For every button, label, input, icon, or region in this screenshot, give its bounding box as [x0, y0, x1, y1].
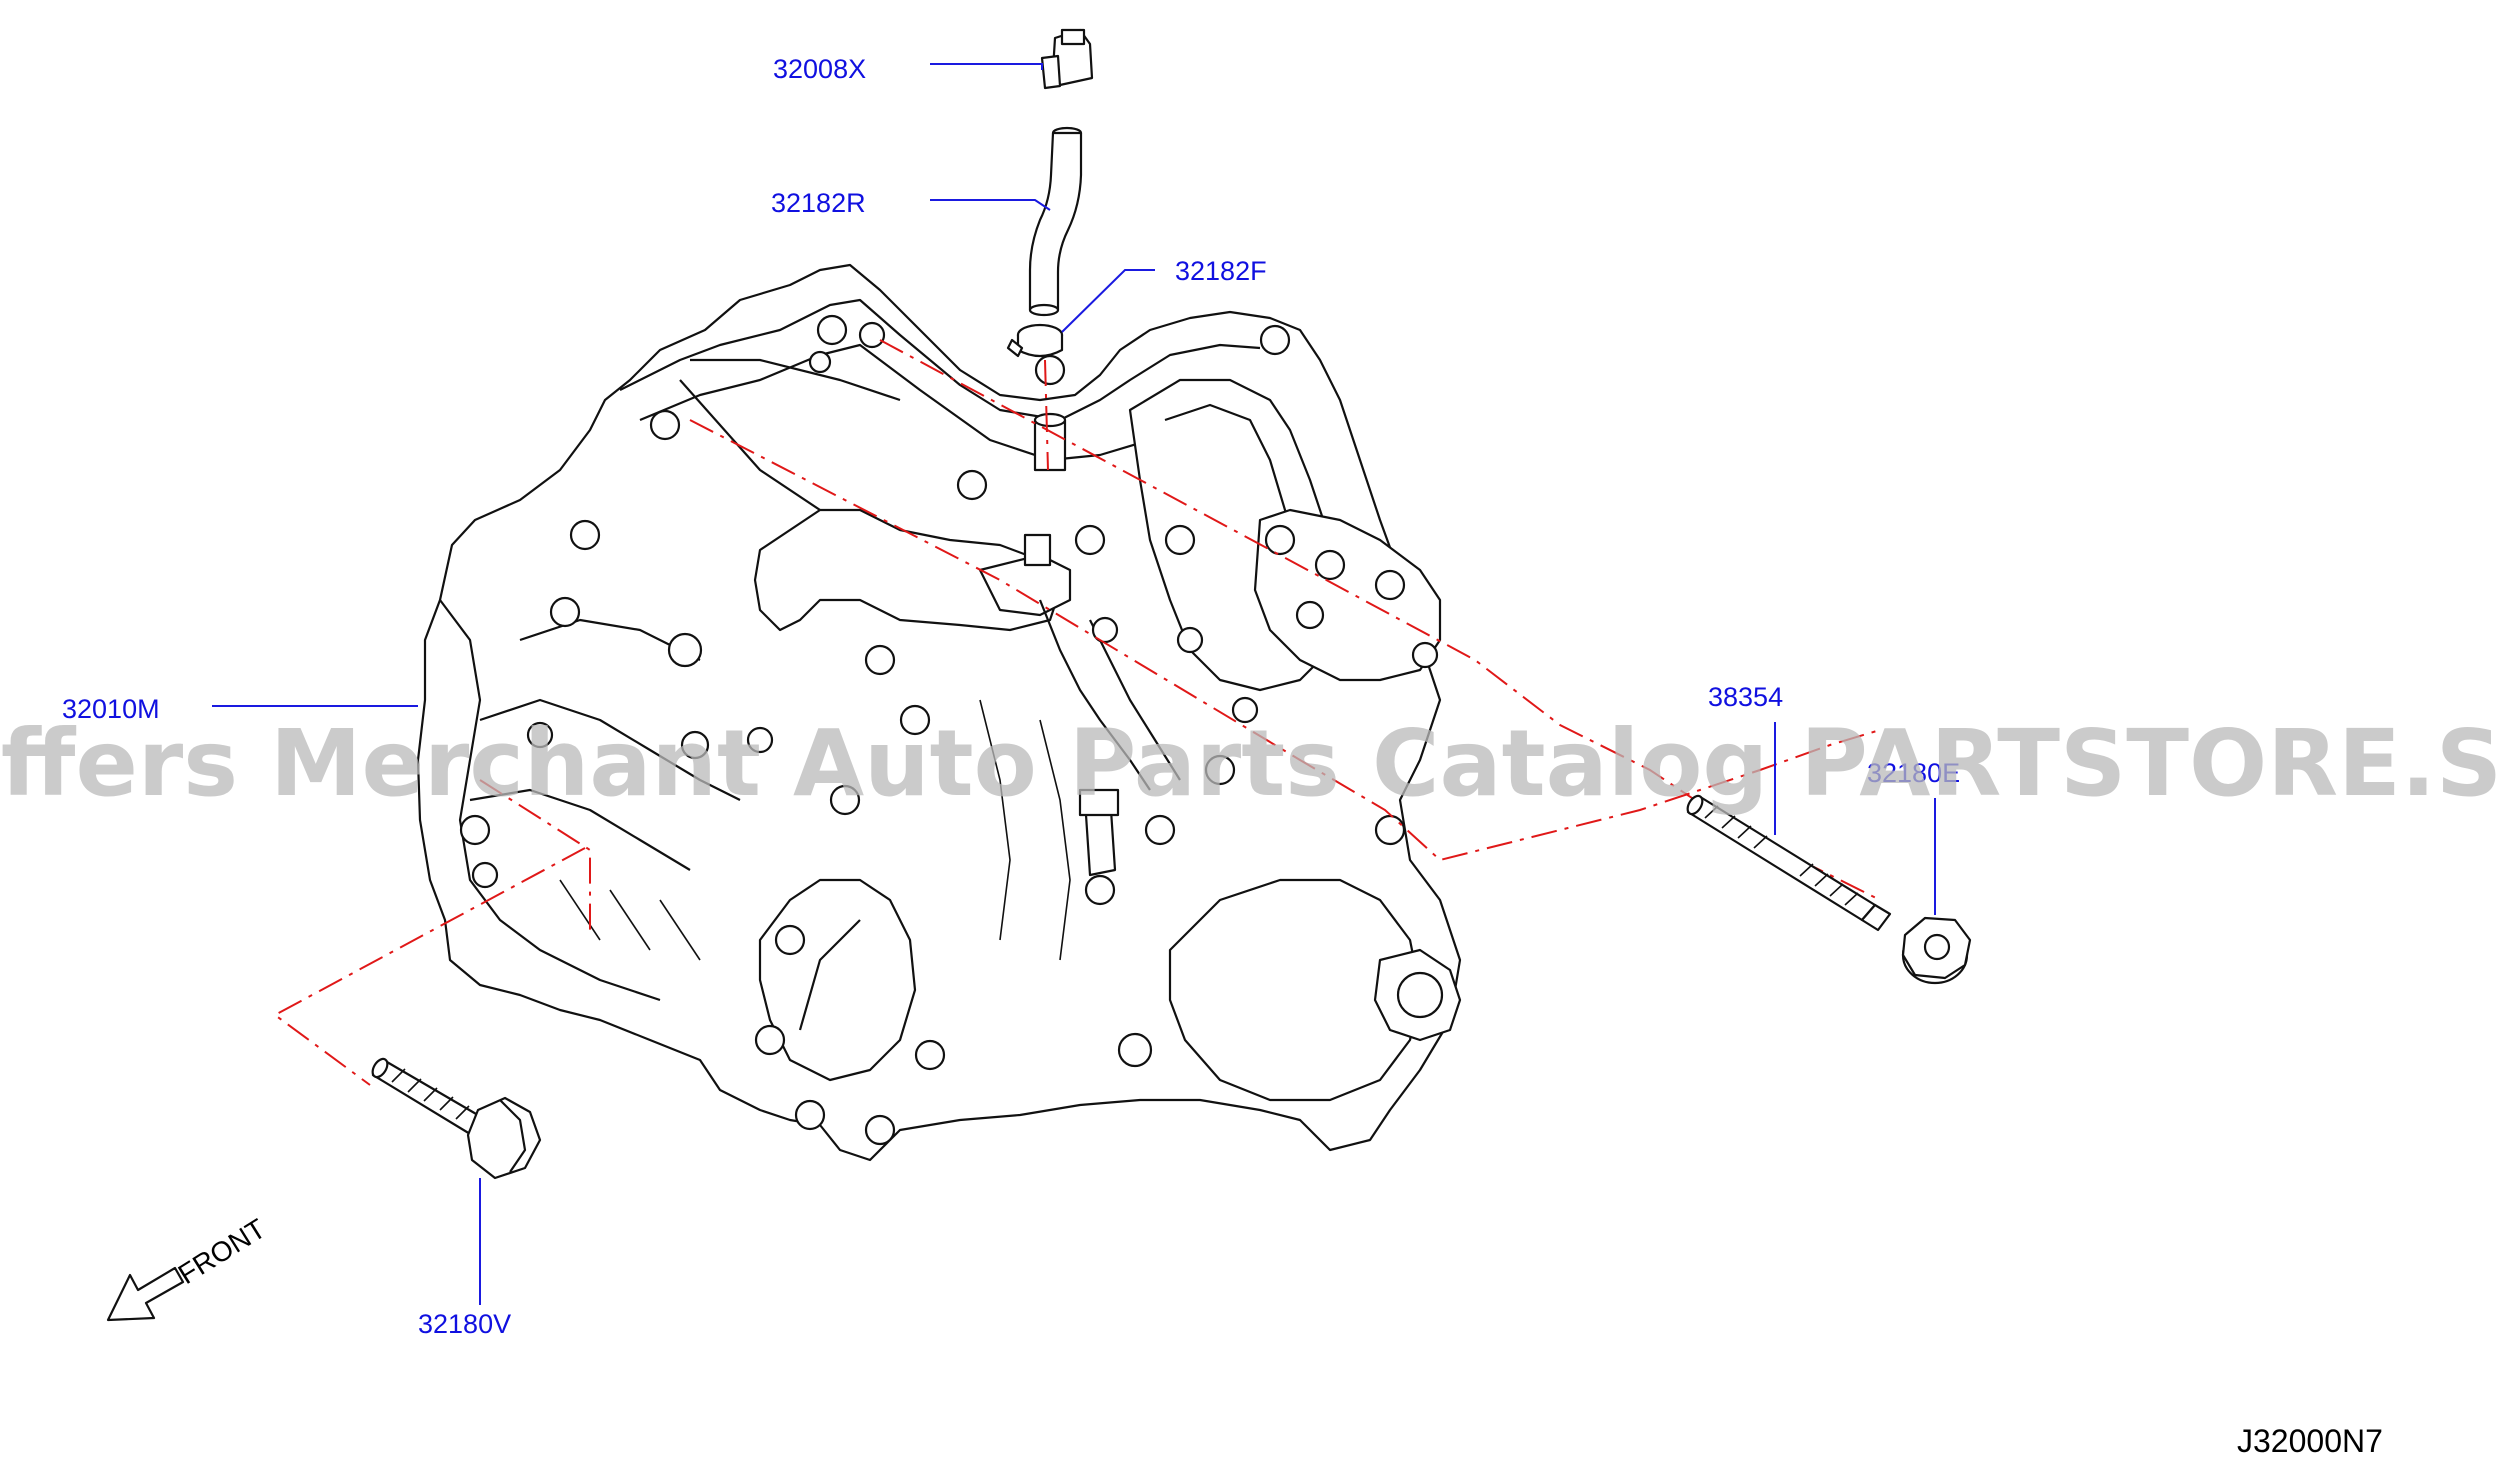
- label-32010m[interactable]: 32010M: [62, 694, 160, 724]
- diagram-code: J32000N7: [2237, 1423, 2383, 1459]
- watermark-text: Offers Merchant Auto Parts Catalog PARTS…: [0, 710, 2496, 817]
- label-32182r[interactable]: 32182R: [771, 188, 866, 218]
- transmission-case[interactable]: [416, 263, 1462, 1162]
- label-32182f[interactable]: 32182F: [1175, 256, 1267, 286]
- part-38354-stud-bolt[interactable]: [1685, 793, 1892, 932]
- part-labels: 32008X 32182R 32182F 32010M 38354 32180E…: [62, 54, 1960, 1339]
- part-32180v-flange-bolt[interactable]: [370, 1056, 542, 1180]
- part-32008x-cap[interactable]: [1040, 28, 1094, 90]
- front-direction-arrow: FRONT: [106, 1213, 271, 1322]
- part-32182r-hose[interactable]: [1028, 126, 1083, 317]
- part-32182f-clamp[interactable]: [1006, 323, 1064, 358]
- leader-lines: [212, 63, 1936, 1305]
- label-32008x[interactable]: 32008X: [773, 54, 866, 84]
- leader-32182r: [930, 199, 1051, 211]
- leader-32008x: [930, 63, 1043, 70]
- front-arrow-icon: [106, 1266, 185, 1322]
- label-32180v[interactable]: 32180V: [418, 1309, 511, 1339]
- leader-32182f: [1061, 269, 1155, 333]
- part-32180e-flange-nut[interactable]: [1901, 916, 1972, 985]
- label-32180e[interactable]: 32180E: [1867, 758, 1960, 788]
- label-38354[interactable]: 38354: [1708, 682, 1783, 712]
- front-label: FRONT: [173, 1213, 271, 1290]
